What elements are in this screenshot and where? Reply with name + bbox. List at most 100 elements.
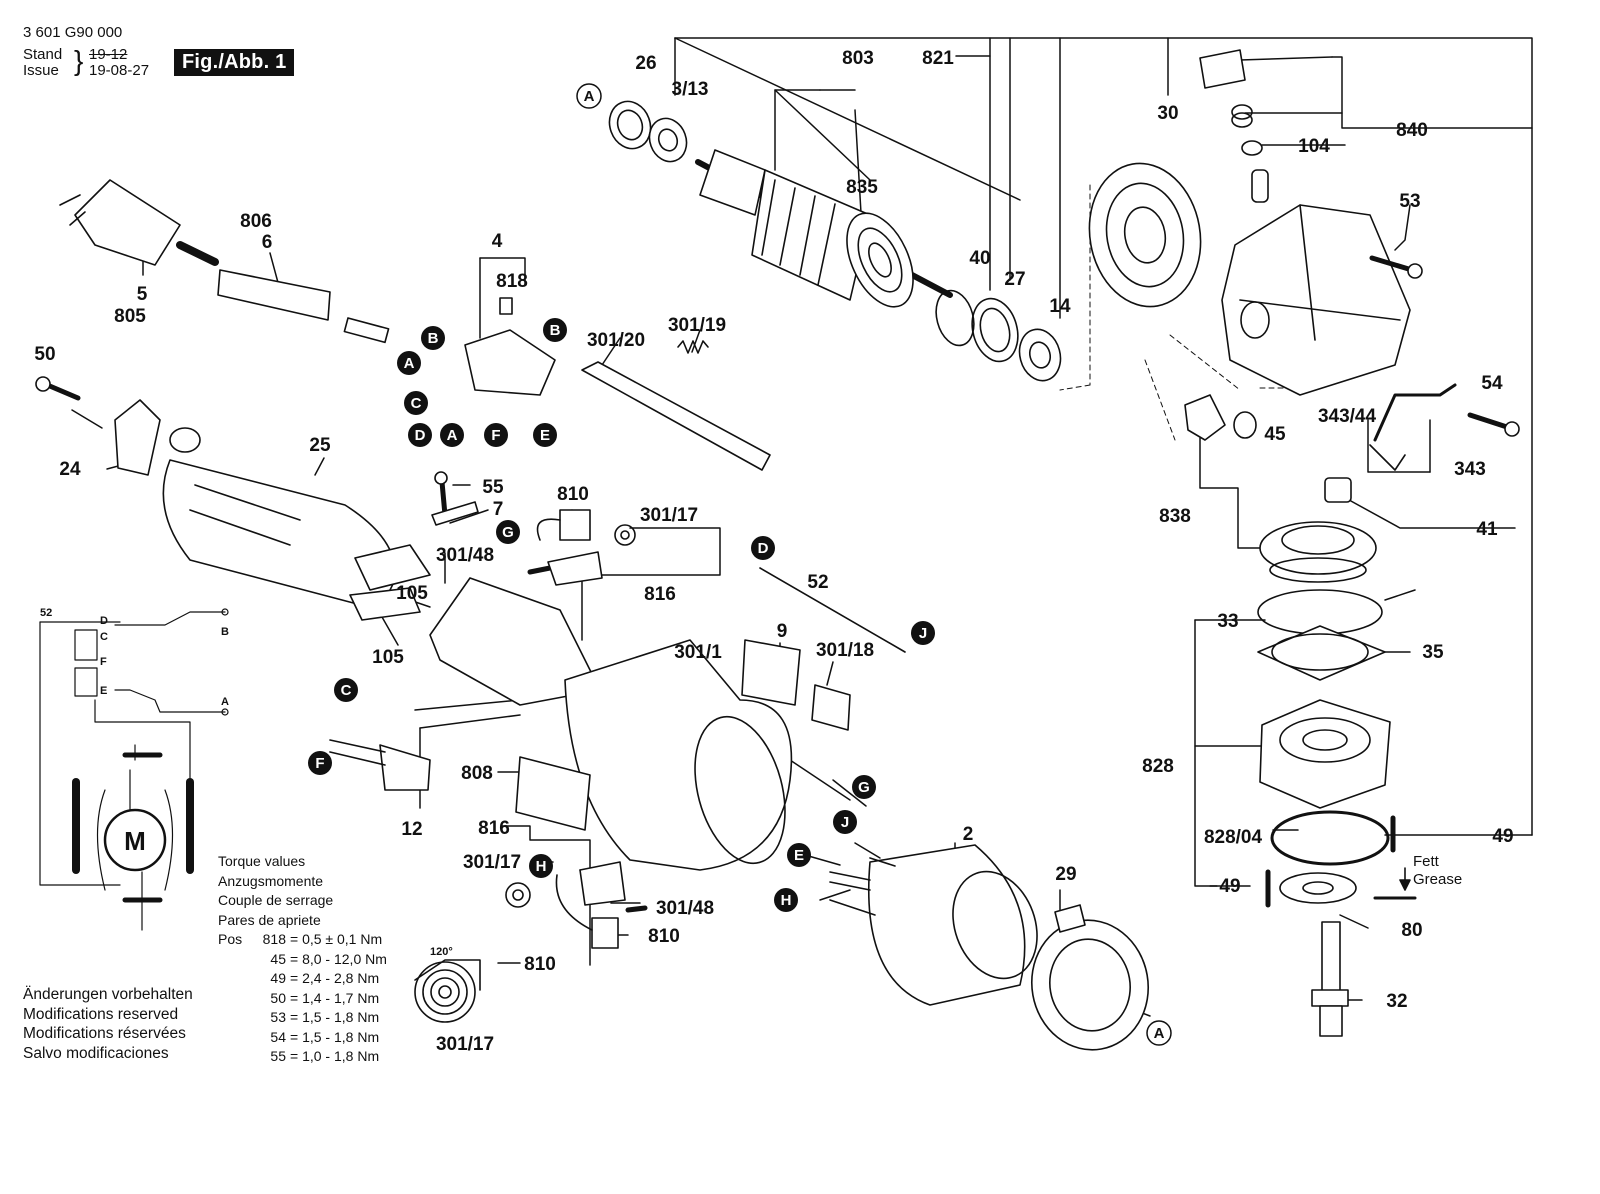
wiring-label-52: 52 bbox=[40, 607, 52, 619]
svg-text:C: C bbox=[411, 395, 422, 412]
connector-C1: C bbox=[404, 391, 428, 415]
field-coil-2 bbox=[829, 844, 1038, 1006]
strain-relief-6 bbox=[217, 269, 331, 321]
figure-label: Fig./Abb. 1 bbox=[174, 49, 295, 76]
screw-301-48-b bbox=[625, 905, 648, 913]
wire-52 bbox=[759, 567, 906, 653]
callout-54: 54 bbox=[1481, 373, 1503, 394]
gasket-35 bbox=[1257, 625, 1386, 681]
clip-7 bbox=[431, 501, 479, 526]
svg-text:H: H bbox=[536, 858, 547, 875]
wiring-label-E: E bbox=[100, 685, 107, 697]
torque-title-en: Torque values bbox=[218, 853, 306, 869]
screw-55 bbox=[434, 471, 448, 518]
callout-27: 27 bbox=[1004, 269, 1025, 290]
connector-H2: H bbox=[774, 888, 798, 912]
connector-J1: J bbox=[911, 621, 935, 645]
cable-12 bbox=[329, 739, 431, 791]
pinion bbox=[1184, 394, 1226, 441]
label-808 bbox=[515, 756, 591, 831]
callout-105-b: 105 bbox=[372, 647, 404, 668]
torque-row: 49= 2,4 - 2,8 Nm bbox=[270, 970, 380, 986]
bearing-3-13 bbox=[648, 117, 688, 163]
torque-title-de: Anzugsmomente bbox=[218, 872, 324, 889]
callout-14: 14 bbox=[1049, 296, 1071, 317]
callout-26: 26 bbox=[635, 53, 656, 74]
wiring-label-D: D bbox=[100, 615, 108, 627]
connector-A4: A bbox=[1146, 1020, 1172, 1046]
connector-F1: F bbox=[484, 423, 508, 447]
svg-text:D: D bbox=[758, 540, 769, 557]
bevel-gear-838 bbox=[1259, 521, 1377, 583]
connector-J2: J bbox=[833, 810, 857, 834]
fett-label: Fett bbox=[1413, 853, 1440, 870]
callout-6: 6 bbox=[262, 232, 273, 253]
callout-301-17-b: 301/17 bbox=[463, 852, 521, 873]
callout-810-c: 810 bbox=[524, 954, 556, 975]
ring-828-04 bbox=[1270, 810, 1390, 866]
callout-32: 32 bbox=[1386, 991, 1407, 1012]
svg-text:A: A bbox=[584, 88, 595, 105]
callout-828-04: 828/04 bbox=[1204, 827, 1263, 848]
callout-41: 41 bbox=[1476, 519, 1498, 540]
callout-343: 343 bbox=[1454, 459, 1486, 480]
slide-rod-301-20 bbox=[581, 361, 771, 471]
cable-806 bbox=[343, 317, 390, 344]
svg-text:A: A bbox=[404, 355, 415, 372]
label-9 bbox=[741, 639, 801, 706]
callout-55: 55 bbox=[482, 477, 504, 498]
note-es: Salvo modificaciones bbox=[23, 1044, 169, 1062]
connector-B1: B bbox=[421, 326, 445, 350]
callout-9: 9 bbox=[777, 621, 788, 642]
torque-title-fr: Couple de serrage bbox=[218, 892, 334, 908]
callout-33: 33 bbox=[1217, 611, 1238, 632]
bearing-14 bbox=[1018, 328, 1062, 382]
torque-row: 55= 1,0 - 1,8 Nm bbox=[270, 1048, 380, 1064]
callout-49-b: 49 bbox=[1219, 876, 1240, 897]
fan-cover-29 bbox=[1030, 904, 1150, 1051]
spring-301-17-b bbox=[505, 882, 531, 908]
angle-label: 120° bbox=[430, 946, 453, 958]
housing-301-1 bbox=[564, 639, 793, 871]
svg-text:C: C bbox=[341, 682, 352, 699]
connector-H1: H bbox=[529, 854, 553, 878]
svg-text:B: B bbox=[550, 322, 561, 339]
stand-date: 19-12 bbox=[89, 46, 128, 63]
callout-818: 818 bbox=[496, 271, 528, 292]
callout-40: 40 bbox=[969, 248, 990, 269]
callout-835: 835 bbox=[846, 177, 878, 198]
svg-text:G: G bbox=[502, 524, 514, 541]
gear-housing bbox=[1221, 204, 1411, 396]
callout-25: 25 bbox=[309, 435, 331, 456]
callout-49-a: 49 bbox=[1492, 826, 1513, 847]
svg-text:B: B bbox=[428, 330, 439, 347]
torque-row: 50= 1,4 - 1,7 Nm bbox=[270, 989, 380, 1006]
stand-label: Stand bbox=[23, 46, 63, 63]
callout-301-17-c: 301/17 bbox=[436, 1034, 494, 1055]
brace-icon: } bbox=[74, 45, 84, 76]
callout-806: 806 bbox=[240, 211, 272, 232]
motor-symbol: M bbox=[124, 826, 146, 856]
brush-holder-24 bbox=[114, 399, 161, 476]
insert-105-b bbox=[349, 587, 421, 621]
connector-D1: D bbox=[408, 423, 432, 447]
callout-5: 5 bbox=[137, 284, 148, 305]
leader-lines bbox=[71, 37, 1533, 1017]
callout-50: 50 bbox=[34, 344, 55, 365]
connector-D2: D bbox=[751, 536, 775, 560]
callout-301-18: 301/18 bbox=[816, 640, 874, 661]
connector-G1: G bbox=[496, 520, 520, 544]
baffle-30 bbox=[1088, 162, 1202, 308]
part-301-18 bbox=[811, 684, 851, 731]
connector-E1: E bbox=[533, 423, 557, 447]
connector-A2: A bbox=[397, 351, 421, 375]
connector-B2: B bbox=[543, 318, 567, 342]
issue-label: Issue bbox=[23, 62, 59, 79]
torque-row: 54= 1,5 - 1,8 Nm bbox=[270, 1028, 380, 1045]
connector-C2: C bbox=[334, 678, 358, 702]
callout-301-1: 301/1 bbox=[674, 642, 722, 663]
callout-35: 35 bbox=[1422, 642, 1444, 663]
wiring-label-A: A bbox=[221, 696, 229, 708]
issue-date: 19-08-27 bbox=[89, 62, 150, 79]
